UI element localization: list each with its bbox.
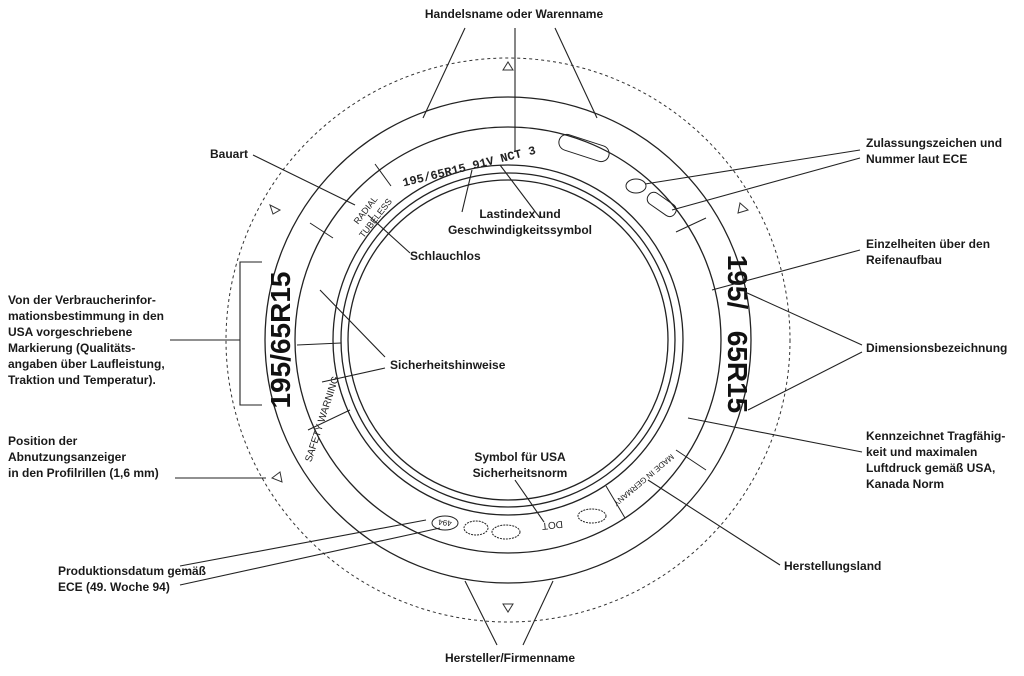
sidewall-dividers [296, 163, 707, 519]
label-manufacturer: Hersteller/Firmenname [444, 651, 576, 665]
leader-lines [170, 27, 863, 646]
ece-approval-mark [625, 178, 647, 194]
rim-outer-circle [340, 172, 676, 508]
label-dimension: Dimensionsbezeichnung [866, 341, 1008, 355]
usa-code-oval [577, 508, 607, 524]
tire-safety-warning-marking: SAFETY WARNING [304, 375, 342, 464]
sidewall-inner-circle [332, 164, 684, 516]
dot-code-oval-2 [463, 520, 489, 536]
wear-indicator-dashed-circle [225, 57, 791, 623]
label-construction: Einzelheiten über den Reifenaufbau [866, 237, 991, 267]
tire-size-right-bottom-marking: 65R15 [722, 331, 753, 414]
label-wear-indicator: Position der Abnutzungsanzeiger in den P… [8, 434, 159, 480]
label-country: Herstellungsland [784, 559, 882, 573]
rim-inner-circle [347, 179, 669, 501]
dot-code-oval [491, 524, 521, 540]
label-approval: Zulassungszeichen und Nummer laut ECE [866, 136, 1003, 166]
label-safety: Sicherheitshinweise [390, 358, 506, 372]
tire-dot-marking: DOT [541, 518, 563, 531]
label-production-date: Produktionsdatum gemäß ECE (49. Woche 94… [58, 564, 207, 594]
wear-indicator-triangles [269, 61, 750, 613]
brand-plaque [558, 133, 610, 163]
label-load-index-text: Lastindex und Geschwindigkeitssymbol [447, 207, 593, 237]
sidewall-outer-circle [294, 126, 722, 554]
tire-made-in-marking: MADE IN GERMANY [611, 452, 676, 508]
label-usa-marking: Von der Verbraucherinfor- mationsbestimm… [8, 293, 165, 387]
label-usa-symbol: Symbol für USA Sicherheitsnorm [472, 450, 568, 480]
label-load-index: Lastindex und Geschwindigkeitssymbol [420, 206, 620, 238]
tire-outer-circle [264, 96, 752, 584]
approval-number-oval [646, 191, 677, 218]
tire-date-code-marking: 494 [437, 517, 452, 527]
label-trade-name: Handelsname oder Warenname [424, 7, 604, 21]
tire-size-right-top-marking: 195/ [722, 255, 753, 310]
label-tubeless: Schlauchlos [410, 249, 481, 263]
tire-size-left-marking: 195/65R15 [265, 271, 296, 408]
label-load-pressure: Kennzeichnet Tragfähig- keit und maximal… [866, 429, 1006, 491]
date-code-oval [431, 515, 459, 531]
label-design: Bauart [210, 147, 249, 161]
